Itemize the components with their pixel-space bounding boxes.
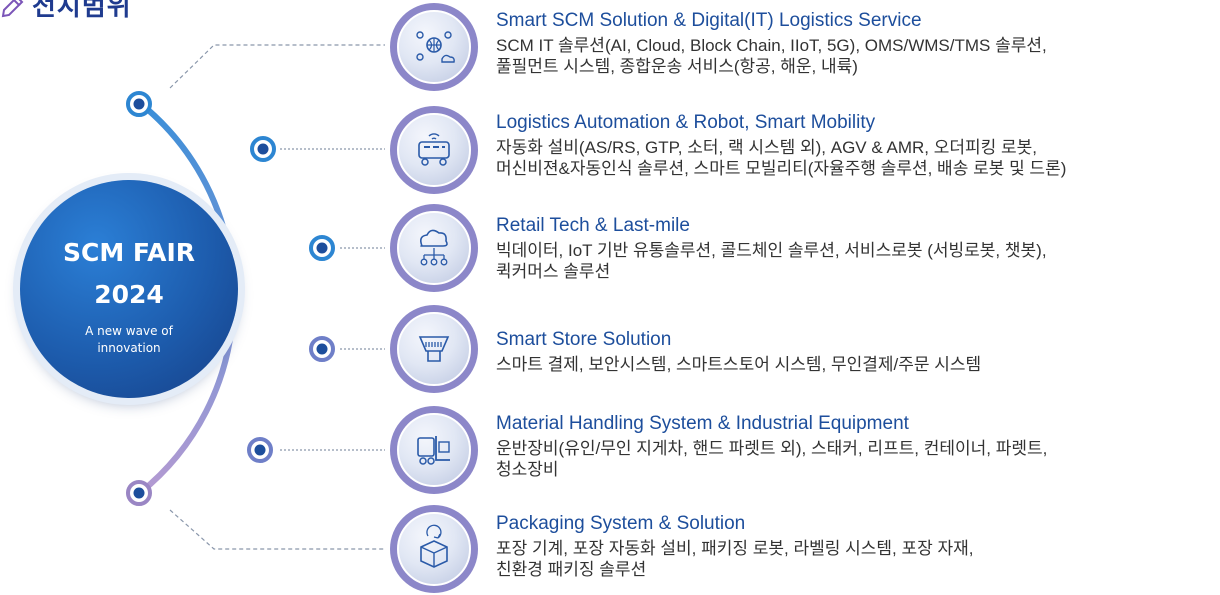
timeline-node	[126, 480, 152, 506]
category-badge	[390, 106, 478, 194]
fair-year: 2024	[94, 280, 164, 309]
category-title: Smart Store Solution	[496, 329, 672, 350]
category-badge	[390, 204, 478, 292]
description-line: 운반장비(유인/무인 지게차, 핸드 파렛트 외), 스태커, 리프트, 컨테이…	[496, 439, 1048, 458]
category-title: Logistics Automation & Robot, Smart Mobi…	[496, 112, 876, 133]
description-line: 퀵커머스 솔루션	[496, 262, 611, 281]
category-description: 빅데이터, IoT 기반 유통솔루션, 콜드체인 솔루션, 서비스로봇 (서빙로…	[496, 240, 1216, 282]
connector-line	[169, 509, 385, 550]
barcode-scanner-icon	[418, 336, 450, 362]
category-description: 자동화 설비(AS/RS, GTP, 소터, 랙 시스템 외), AGV & A…	[496, 137, 1216, 179]
autonomous-robot-icon	[418, 133, 450, 166]
description-line: 스마트 결제, 보안시스템, 스마트스토어 시스템, 무인결제/주문 시스템	[496, 355, 982, 374]
connector-line	[169, 44, 385, 89]
pencil-icon	[1, 0, 24, 17]
category-badge	[390, 305, 478, 393]
category-badge	[390, 3, 478, 91]
package-icon	[420, 524, 448, 568]
description-line: 포장 기계, 포장 자동화 설비, 패키징 로봇, 라벨링 시스템, 포장 자재…	[496, 539, 974, 558]
header: 전시범위	[0, 0, 132, 23]
description-line: 청소장비	[496, 460, 559, 479]
forklift-icon	[417, 436, 450, 465]
supply-chain-network-icon	[416, 31, 455, 63]
fair-subtitle: A new wave of innovation	[85, 324, 173, 355]
scm-fair-badge: SCM FAIR 2024 A new wave of innovation	[20, 180, 238, 398]
timeline-node	[309, 336, 335, 362]
description-line: SCM IT 솔루션(AI, Cloud, Block Chain, IIoT,…	[496, 36, 1047, 55]
header-title: 전시범위	[32, 0, 132, 22]
category-title: Packaging System & Solution	[496, 513, 746, 534]
description-line: 친환경 패키징 솔루션	[496, 560, 647, 579]
category-title: Material Handling System & Industrial Eq…	[496, 413, 909, 434]
timeline-node	[309, 235, 335, 261]
category-title: Retail Tech & Last-mile	[496, 215, 690, 236]
description-line: 풀필먼트 시스템, 종합운송 서비스(항공, 해운, 내륙)	[496, 57, 858, 76]
description-line: 빅데이터, IoT 기반 유통솔루션, 콜드체인 솔루션, 서비스로봇 (서빙로…	[496, 241, 1047, 260]
description-line: 자동화 설비(AS/RS, GTP, 소터, 랙 시스템 외), AGV & A…	[496, 138, 1037, 157]
category-description: 운반장비(유인/무인 지게차, 핸드 파렛트 외), 스태커, 리프트, 컨테이…	[496, 438, 1216, 480]
cloud-network-icon	[420, 229, 448, 266]
fair-name: SCM FAIR	[62, 238, 196, 267]
category-description: 스마트 결제, 보안시스템, 스마트스토어 시스템, 무인결제/주문 시스템	[496, 354, 1216, 375]
timeline-node	[250, 136, 276, 162]
category-description: 포장 기계, 포장 자동화 설비, 패키징 로봇, 라벨링 시스템, 포장 자재…	[496, 538, 1216, 580]
category-title: Smart SCM Solution & Digital(IT) Logisti…	[496, 10, 922, 31]
timeline-node	[126, 91, 152, 117]
timeline-node	[247, 437, 273, 463]
category-description: SCM IT 솔루션(AI, Cloud, Block Chain, IIoT,…	[496, 35, 1216, 77]
description-line: 머신비젼&자동인식 솔루션, 스마트 모빌리티(자율주행 솔루션, 배송 로봇 …	[496, 159, 1067, 178]
category-badge	[390, 406, 478, 494]
category-badge	[390, 505, 478, 593]
